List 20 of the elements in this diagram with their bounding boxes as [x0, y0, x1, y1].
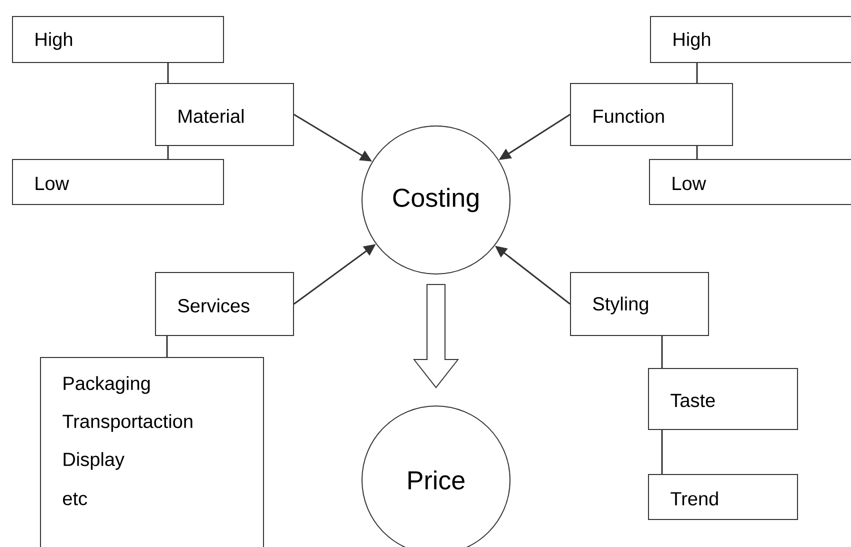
connector-line: [661, 336, 663, 368]
connector-line: [696, 146, 698, 159]
connector-line: [696, 63, 698, 83]
process-box: Material: [155, 83, 294, 146]
process-box: Low: [12, 159, 224, 205]
process-box: High: [650, 16, 851, 63]
connector-line: [166, 336, 168, 357]
process-box: Trend: [648, 474, 798, 520]
process-box: Taste: [648, 368, 798, 430]
process-box: Styling: [570, 272, 709, 336]
connector-line: [167, 146, 169, 159]
connector-line: [167, 63, 169, 83]
process-box: Services: [155, 272, 294, 336]
process-box: Packaging Transportaction Display etc: [40, 357, 264, 547]
process-box: Low: [649, 159, 851, 205]
process-box: Function: [570, 83, 733, 146]
connector-line: [661, 430, 663, 474]
circle-node: Costing: [362, 126, 510, 274]
block-arrow: [412, 284, 460, 388]
process-box: High: [12, 16, 224, 63]
